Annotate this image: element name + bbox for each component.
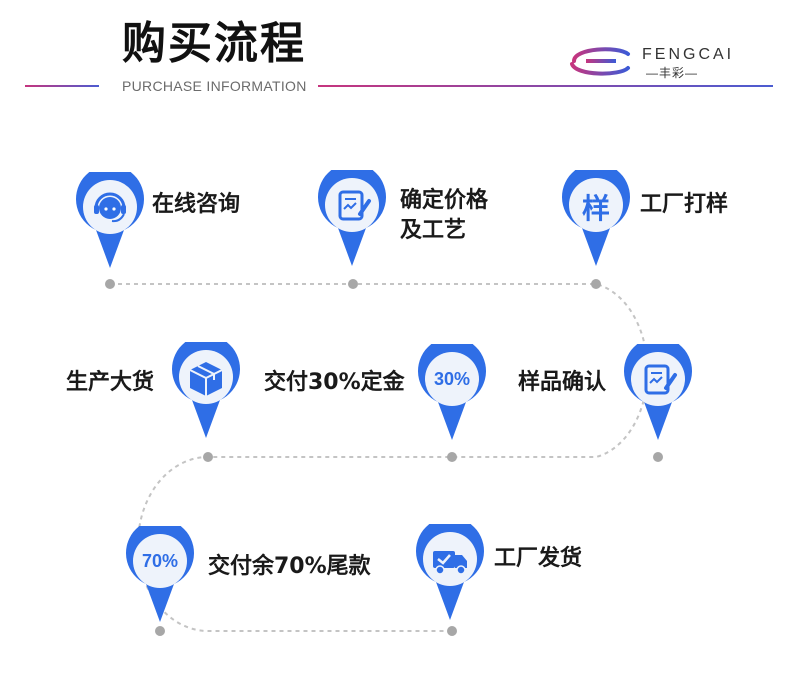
flow-dot (591, 279, 601, 289)
document-pen-icon (338, 190, 371, 221)
step-label: 工厂打样 (640, 192, 729, 217)
flow-dot (447, 626, 457, 636)
header-divider-right (318, 85, 773, 87)
flow-dot (155, 626, 165, 636)
location-pin (318, 170, 386, 266)
package-box-icon (189, 362, 223, 396)
percent-70-icon: 70% (141, 551, 179, 571)
percent-30-icon: 30% (433, 369, 471, 389)
flow-dot (653, 452, 663, 462)
location-pin (624, 344, 692, 440)
location-pin (172, 342, 240, 438)
document-pen-icon (644, 364, 677, 395)
location-pin (418, 344, 486, 440)
location-pin (76, 172, 144, 268)
brand-subname: —丰彩— (646, 66, 699, 80)
brand-name: FENGCAI (642, 46, 735, 63)
location-pin (126, 526, 194, 622)
brand-mark-icon (570, 47, 630, 76)
header-divider-left (25, 85, 99, 87)
flow-dot (447, 452, 457, 462)
step-label: 样品确认 (518, 370, 607, 395)
sample-char-icon: 样 (581, 192, 610, 225)
location-pin (416, 524, 484, 620)
flow-dot (203, 452, 213, 462)
step-label: 生产大货 (66, 370, 155, 395)
step-label: 交付30%定金 (264, 370, 405, 395)
page-title: 购买流程 (122, 18, 306, 69)
headset-support-icon (94, 192, 126, 223)
location-pin (562, 170, 630, 266)
flow-dot (348, 279, 358, 289)
step-label: 交付余70%尾款 (208, 554, 371, 579)
step-label-line1: 确定价格 (400, 188, 489, 213)
delivery-truck-icon (433, 551, 467, 575)
brand-logo: FENGCAI —丰彩— (566, 40, 766, 82)
step-label: 工厂发货 (494, 546, 583, 571)
step-label: 在线咨询 (152, 192, 241, 217)
page-subtitle: PURCHASE INFORMATION (122, 78, 307, 94)
step-label-line2: 及工艺 (400, 218, 467, 243)
flow-dot (105, 279, 115, 289)
